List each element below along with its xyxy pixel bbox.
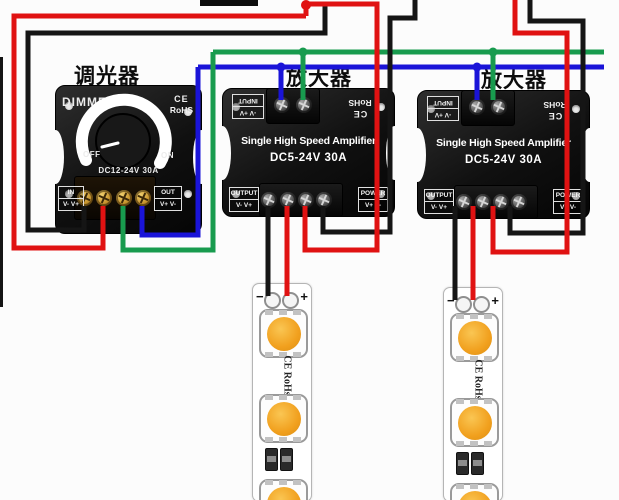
screw-input-vplus: [491, 99, 507, 115]
amp-input-label-box: -V +V INPUT: [427, 96, 459, 121]
amp-input-pins: -V +V: [239, 109, 257, 116]
led-emitter: [266, 316, 301, 351]
in-label: IN: [67, 189, 75, 196]
dimmer-spec: DC12-24V 30A: [98, 166, 159, 175]
power-supply-stub: [200, 0, 258, 6]
ce-mark: CE: [352, 109, 368, 119]
amp-name: Single High Speed Amplifier: [241, 135, 376, 147]
resistor: [471, 452, 484, 475]
led-emitter: [266, 401, 301, 436]
pad-minus-label: −: [447, 293, 455, 308]
led-chip: [450, 483, 499, 500]
screw-power-vminus: [316, 192, 332, 208]
screw-output-vminus: [456, 194, 472, 210]
screw-out-vplus: [116, 190, 132, 206]
amp-output-pins: V- V+: [425, 201, 453, 213]
rohs-mark: RoHS: [543, 100, 567, 110]
resistor: [456, 452, 469, 475]
screw-in-vplus: [96, 190, 112, 206]
pad-plus-label: +: [491, 293, 499, 308]
strip-cert-label: CE RoHs: [472, 359, 484, 400]
amp-output-label-box: OUTPUT V- V+: [424, 189, 454, 214]
amp-input-label: INPUT: [233, 95, 263, 107]
screw-output-vplus: [475, 194, 491, 210]
amp-input-label: INPUT: [428, 97, 458, 109]
left-border-line: [0, 57, 3, 307]
solder-pad-minus: [264, 292, 281, 309]
screw-output-vminus: [261, 192, 277, 208]
amp-input-label-box: -V +V INPUT: [232, 94, 264, 119]
junction-dot-green: [488, 47, 498, 57]
in-label-box: IN V- V+: [58, 186, 84, 211]
amp-power-pins: V+ V-: [359, 199, 387, 211]
out-label: OUT: [161, 189, 175, 196]
mounting-hole: [184, 190, 192, 198]
off-label: OFF: [83, 150, 101, 159]
screw-power-vplus: [298, 192, 314, 208]
amp-output-label: OUTPUT: [425, 192, 453, 199]
amp-power-pins: V+ V-: [554, 201, 582, 213]
amp-input-pins: -V +V: [434, 111, 452, 118]
led-emitter: [457, 405, 492, 440]
led-chip: [259, 394, 308, 443]
amp-cert-box: CE RoHS: [535, 99, 575, 121]
led-chip: [450, 313, 499, 362]
amp-power-label-box: POWER V+ V-: [553, 189, 583, 214]
junction-dot-blue: [276, 62, 286, 72]
ce-mark: CE: [547, 111, 563, 121]
led-emitter: [266, 486, 301, 500]
amp-cert-box: CE RoHS: [340, 97, 380, 119]
led-chip: [259, 309, 308, 358]
resistor: [265, 448, 278, 471]
amp-spec: DC5-24V 30A: [464, 154, 543, 166]
amp-output-pins: V- V+: [230, 199, 258, 211]
solder-pad-minus: [455, 296, 472, 313]
out-pins: V+ V-: [155, 198, 181, 210]
led-strip-2: − + CE RoHs: [443, 287, 503, 500]
amp-power-label-box: POWER V+ V-: [358, 187, 388, 212]
led-emitter: [457, 490, 492, 500]
screw-power-vminus: [511, 194, 527, 210]
mounting-hole: [427, 192, 435, 200]
junction-dot-red: [301, 0, 311, 10]
amplifier1-device: -V +V INPUT CE RoHS Single High Speed Am…: [214, 88, 403, 217]
screw-input-vplus: [296, 97, 312, 113]
solder-pad-plus: [473, 296, 490, 313]
screw-power-vplus: [493, 194, 509, 210]
amp-power-label: POWER: [360, 190, 386, 197]
screw-output-vplus: [280, 192, 296, 208]
amp-output-label: OUTPUT: [230, 190, 258, 197]
in-pins: V- V+: [59, 198, 83, 210]
solder-pad-plus: [282, 292, 299, 309]
amplifier2-device: -V +V INPUT CE RoHS Single High Speed Am…: [409, 90, 598, 219]
amp-power-label: POWER: [555, 192, 581, 199]
dimmer-knob: [95, 113, 151, 169]
amp-name: Single High Speed Amplifier: [436, 137, 571, 149]
resistor: [280, 448, 293, 471]
led-chip: [259, 479, 308, 500]
junction-dot-green: [298, 47, 308, 57]
screw-input-vminus: [469, 99, 485, 115]
led-strip-1: − + CE RoHs: [252, 283, 312, 500]
amp-spec: DC5-24V 30A: [269, 152, 348, 164]
strip-cert-label: CE RoHs: [281, 355, 293, 396]
out-label-box: OUT V+ V-: [154, 186, 182, 211]
dimmer-device: DIMMER CE RoHS OFF ON DC12-24V 30A IN V-…: [47, 85, 210, 234]
led-chip: [450, 398, 499, 447]
on-label: ON: [161, 151, 174, 160]
pad-minus-label: −: [256, 289, 264, 304]
mounting-hole: [427, 105, 435, 113]
rohs-mark: RoHS: [348, 98, 372, 108]
amp-output-label-box: OUTPUT V- V+: [229, 187, 259, 212]
pad-plus-label: +: [300, 289, 308, 304]
led-emitter: [457, 320, 492, 355]
screw-input-vminus: [274, 97, 290, 113]
screw-out-vminus: [135, 190, 151, 206]
